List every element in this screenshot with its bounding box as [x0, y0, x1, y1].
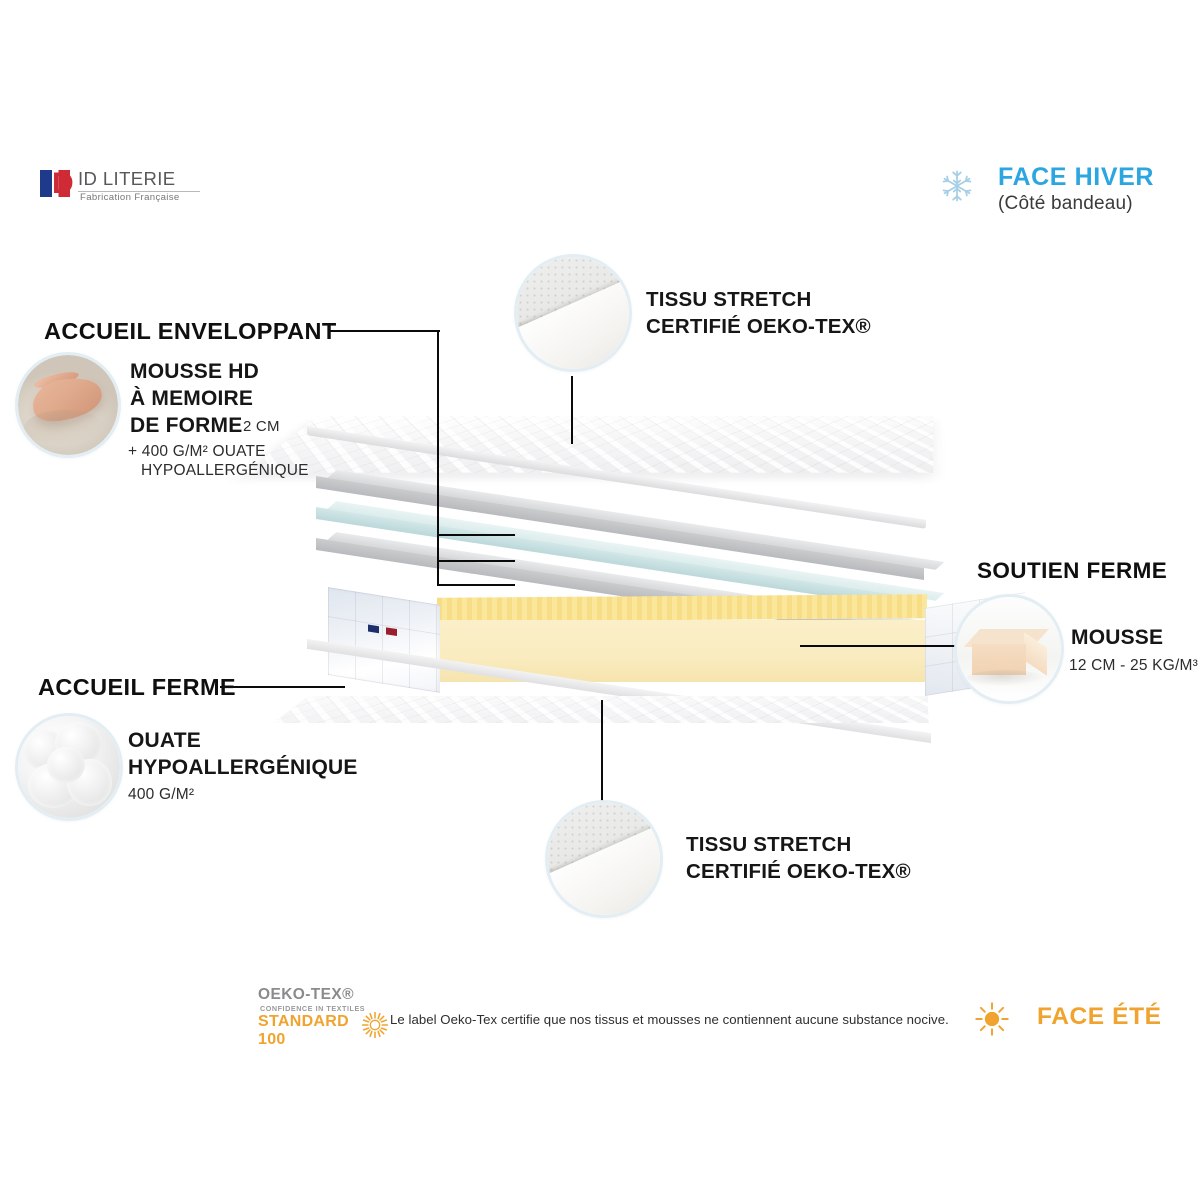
soutien-ferme-line2: 12 CM - 25 KG/M³	[1069, 657, 1198, 674]
tissu-stretch-top-line1: TISSU STRETCH	[646, 288, 812, 311]
logo-divider	[78, 191, 200, 192]
leader-branch-layer2	[437, 560, 515, 563]
accueil-enveloppant-line1: MOUSSE HD	[130, 360, 259, 383]
memory-foam-hand-icon	[18, 355, 118, 455]
leader-tissu-stretch-bottom	[601, 700, 604, 808]
stretch-fabric-icon-bottom	[548, 803, 660, 915]
side-band-left	[328, 587, 440, 693]
accueil-ferme-heading: ACCUEIL FERME	[38, 674, 236, 700]
leader-accueil-enveloppant-v	[437, 330, 440, 586]
flag-tag-red	[386, 627, 397, 637]
tissu-stretch-top-line2: CERTIFIÉ OEKO-TEX®	[646, 315, 871, 338]
soutien-ferme-line1: MOUSSE	[1071, 626, 1164, 649]
mattress-cutaway-diagram	[245, 400, 1025, 744]
accueil-enveloppant-heading: ACCUEIL ENVELOPPANT	[44, 318, 337, 344]
face-hiver-header: FACE HIVER (Côté bandeau)	[930, 163, 1170, 223]
accueil-ferme-line3: 400 G/M²	[128, 786, 195, 803]
face-ete-title: FACE ÉTÉ	[1037, 1003, 1162, 1030]
leader-accueil-enveloppant-h	[330, 330, 440, 333]
leader-accueil-ferme	[220, 686, 345, 689]
brand-name: ID LITERIE	[78, 168, 176, 189]
face-hiver-title: FACE HIVER	[998, 163, 1155, 191]
accueil-enveloppant-line5: HYPOALLERGÉNIQUE	[141, 462, 309, 479]
leader-mousse	[800, 645, 956, 648]
tissu-stretch-bottom-line2: CERTIFIÉ OEKO-TEX®	[686, 860, 911, 883]
accueil-ferme-line2: HYPOALLERGÉNIQUE	[128, 756, 358, 779]
french-flag-icon	[40, 170, 70, 197]
oeko-tex-label: OEKO-TEX® CONFIDENCE IN TEXTILES STANDAR…	[258, 986, 388, 1048]
foam-block-icon	[957, 597, 1061, 701]
leader-branch-layer1	[437, 534, 515, 537]
oeko-tex-burst-icon	[362, 1012, 388, 1038]
accueil-enveloppant-line4: + 400 G/M² OUATE	[128, 443, 266, 460]
accueil-ferme-line1: OUATE	[128, 729, 201, 752]
tissu-stretch-bottom-line1: TISSU STRETCH	[686, 833, 852, 856]
accueil-enveloppant-line3: DE FORME	[130, 414, 243, 437]
foam-core-top-face	[437, 594, 927, 622]
oeko-tex-title: OEKO-TEX®	[258, 986, 354, 1003]
face-hiver-subtitle: (Côté bandeau)	[998, 193, 1133, 214]
leader-branch-layer3	[437, 584, 515, 587]
accueil-enveloppant-line2: À MEMOIRE	[130, 387, 254, 410]
oeko-tex-note: Le label Oeko-Tex certifie que nos tissu…	[390, 1012, 949, 1027]
oeko-tex-standard: STANDARD 100	[258, 1013, 349, 1048]
top-quilted-cover	[245, 416, 934, 473]
band-stitching	[328, 587, 440, 693]
leader-tissu-stretch-top	[571, 376, 574, 444]
face-ete-footer: FACE ÉTÉ	[975, 1000, 1185, 1040]
mattress-core	[310, 587, 1025, 696]
snowflake-icon	[942, 170, 972, 202]
quilt-pattern	[245, 416, 934, 473]
brand-tagline: Fabrication Française	[80, 192, 180, 203]
brand-logo: D ID LITERIE Fabrication Française	[40, 166, 215, 210]
wadding-fibre-icon	[18, 716, 120, 818]
soutien-ferme-heading: SOUTIEN FERME	[977, 558, 1168, 583]
sun-icon	[975, 1002, 1009, 1036]
stretch-fabric-icon-top	[517, 257, 629, 369]
accueil-enveloppant-thickness: 2 CM	[243, 418, 280, 435]
oeko-tex-subtitle: CONFIDENCE IN TEXTILES	[260, 1004, 366, 1013]
logo-d-mark: D	[52, 167, 74, 200]
